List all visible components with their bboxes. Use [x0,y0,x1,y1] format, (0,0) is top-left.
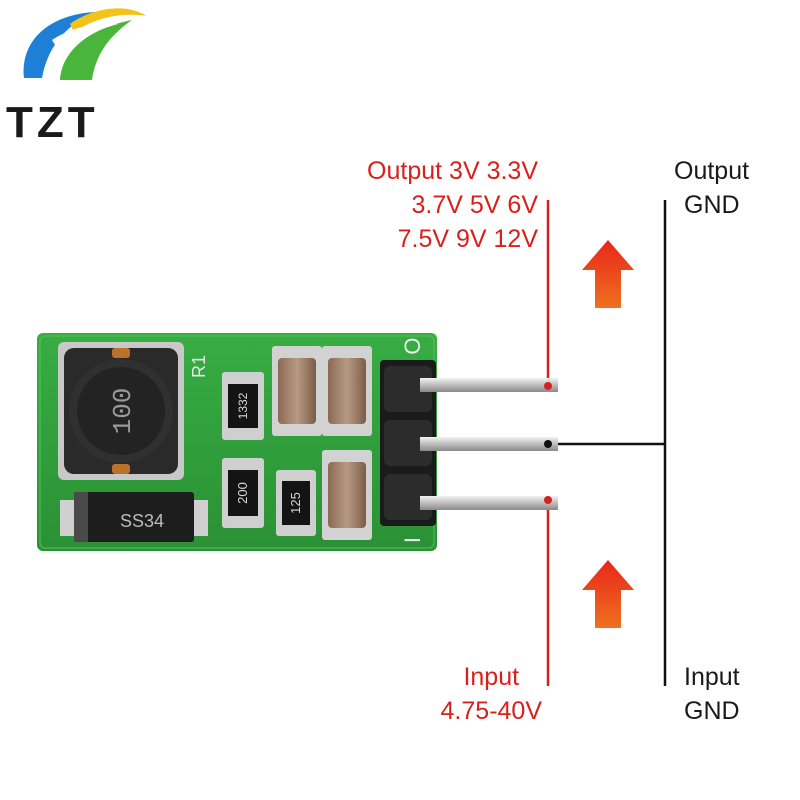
input-gnd-line-1: Input [684,663,740,691]
output-voltage-label: Output 3V 3.3V 3.7V 5V 6V 7.5V 9V 12V [367,154,538,256]
output-gnd-line-1: Output [674,157,750,185]
logo-swoosh-green [60,20,132,80]
diode [74,492,194,542]
brand-name: TZT [6,98,99,147]
capacitor-2 [328,358,366,424]
resistor-3 [282,481,310,525]
logo-swoosh-white [52,23,118,56]
output-gnd-label: Output GND [674,154,749,222]
capacitor-3 [328,462,366,528]
output-junction-dot [544,382,552,390]
silkscreen-output-mark: O [400,337,425,354]
output-voltage-line-3: 7.5V 9V 12V [397,225,538,253]
resistor-2 [228,470,258,516]
logo-swoosh-blue [23,12,96,78]
input-arrow-icon [582,560,634,628]
output-voltage-line-1: Output 3V 3.3V [367,157,538,185]
resistor-3-marking: 125 [288,492,303,514]
capacitor-1 [278,358,316,424]
input-junction-dot [544,496,552,504]
silkscreen-input-mark: I [400,537,425,543]
resistor-ref-label: R1 [189,355,209,378]
pin-gnd [420,437,558,451]
inductor-marking: 100 [108,388,138,435]
output-gnd-line-2: GND [684,191,740,219]
input-voltage-line-2: 4.75-40V [440,697,542,725]
logo-swoosh-yellow [70,8,146,32]
resistor-1-marking: 1332 [236,392,250,419]
input-voltage-label: Input 4.75-40V [441,660,542,728]
input-voltage-line-1: Input [463,663,520,691]
pin-output [420,378,558,392]
output-voltage-line-2: 3.7V 5V 6V [411,191,538,219]
diode-marking: SS34 [120,511,164,531]
tzt-logo [23,8,146,80]
pin-input [420,496,558,510]
output-arrow-icon [582,240,634,308]
gnd-junction-dot [544,440,552,448]
input-gnd-label: Input GND [684,660,740,728]
input-gnd-line-2: GND [684,697,740,725]
resistor-1 [228,384,258,428]
resistor-2-marking: 200 [235,482,250,504]
